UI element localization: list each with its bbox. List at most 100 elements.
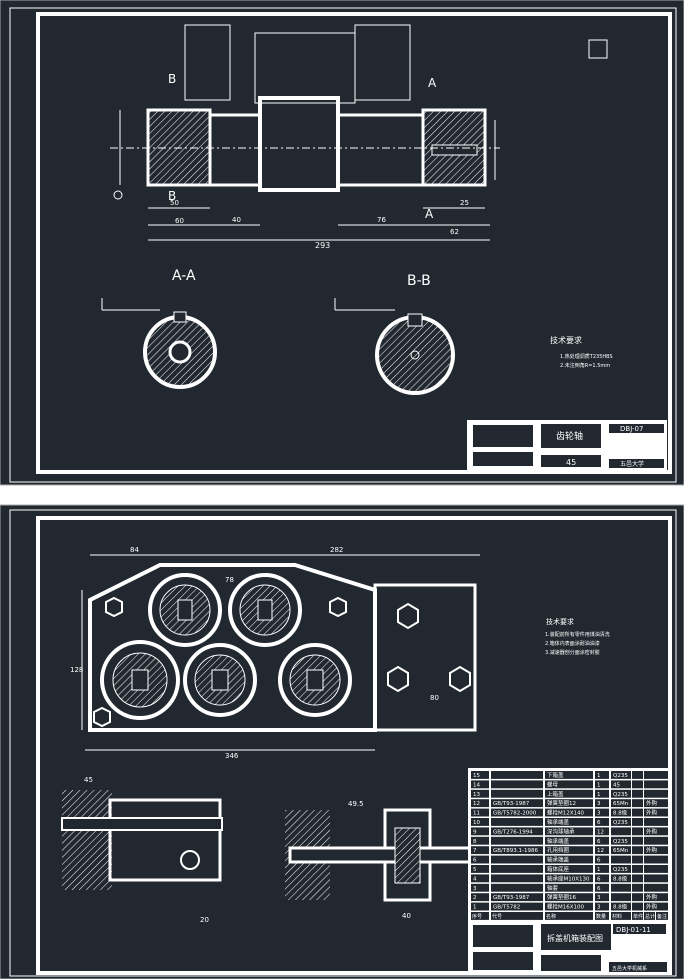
section-mark-a: A	[425, 207, 434, 221]
parts-cell: 弹簧垫圈16	[547, 893, 576, 901]
parts-cell: 8.8级	[613, 903, 628, 911]
assembly-name: 拆盖机箱装配图	[547, 933, 603, 943]
parts-cell: Q235	[613, 792, 628, 798]
parts-cell: 轴承端盖	[547, 837, 570, 845]
tech-requirement-line: 2.箱体内表面涂耐油油漆	[545, 640, 600, 647]
parts-list-row: 8 轴承端盖 6 Q235	[471, 836, 668, 845]
section-mark-a: A	[428, 76, 437, 90]
parts-cell: 轴承座M10X130	[547, 874, 590, 882]
parts-header-cell: 代号	[492, 913, 502, 920]
parts-cell: 6	[597, 886, 601, 892]
sheet-shaft-drawing: 293 60 50 40 76 62 25 B B A A A-A B-B 技术…	[0, 0, 684, 486]
parts-cell: 螺母	[547, 780, 559, 788]
parts-cell: 1	[597, 867, 601, 873]
parts-cell: 15	[473, 773, 480, 779]
school-name: 五邑大学机械系	[612, 965, 647, 972]
parts-cell: 3	[473, 886, 477, 892]
parts-cell: 外购	[646, 846, 658, 854]
parts-cell: 3	[597, 895, 601, 901]
parts-cell: 11	[473, 811, 480, 817]
parts-cell: 2	[473, 895, 477, 901]
parts-header-cell: 序号	[472, 913, 482, 920]
parts-cell: 8	[473, 839, 477, 845]
parts-cell: 1	[597, 792, 601, 798]
parts-cell: 6	[473, 858, 477, 864]
parts-cell: 轴承端盖	[547, 818, 570, 826]
parts-cell: 14	[473, 782, 480, 788]
dim: 80	[430, 694, 439, 702]
parts-cell: 6	[597, 839, 601, 845]
dim: 25	[460, 199, 469, 207]
parts-cell: 孔用挡圈	[547, 846, 570, 854]
section-mark-b: B	[168, 72, 176, 86]
dim: 346	[225, 752, 239, 760]
dim: 40	[232, 216, 241, 224]
parts-cell: 6	[597, 858, 601, 864]
parts-cell: GB/T5782-2000	[493, 811, 537, 817]
tech-requirements-title: 技术要求	[546, 617, 574, 626]
section-mark-b: B	[168, 189, 176, 203]
parts-cell: 13	[473, 792, 480, 798]
parts-cell: 6	[597, 876, 601, 882]
drawing-number: DBJ-01-11	[616, 926, 651, 934]
title-block: 拆盖机箱装配图 DBJ-01-11 五邑大学机械系	[473, 924, 667, 972]
parts-header-cell: 材料	[612, 913, 622, 920]
tech-requirement-line: 3.减速器剖分面涂密封胶	[545, 649, 600, 656]
parts-cell: 螺栓M16X100	[547, 903, 585, 911]
dim: 50	[170, 199, 179, 207]
part-name: 齿轮轴	[556, 430, 583, 442]
section-a-view	[101, 298, 217, 389]
parts-header-cell: 名称	[546, 913, 556, 920]
parts-cell: 1	[597, 773, 601, 779]
parts-cell: Q235	[613, 773, 628, 779]
parts-cell: 上箱盖	[547, 790, 564, 798]
tech-requirement-line: 1.装配前所有零件用煤油清洗	[545, 631, 610, 638]
parts-cell: 箱体底座	[547, 865, 570, 873]
drawing-number: DBJ-07	[620, 425, 643, 433]
parts-cell: 下箱盖	[547, 771, 564, 779]
parts-cell: 65Mn	[613, 848, 629, 854]
parts-cell: Q235	[613, 839, 628, 845]
dim-overall-length: 293	[315, 241, 330, 250]
parts-header-cell: 单件	[633, 913, 643, 920]
parts-cell: GB/T93-1987	[493, 801, 530, 807]
parts-cell: 1	[473, 905, 477, 911]
section-title-b: B-B	[407, 273, 431, 289]
parts-list-row: 2 GB/T93-1987 弹簧垫圈16 3 外购	[471, 893, 668, 901]
dim: 78	[225, 576, 234, 584]
parts-cell: GB/T93-1987	[493, 895, 530, 901]
dim: 40	[402, 912, 411, 920]
sheet-assembly-drawing: 84 282 78 128 346 80 45 49.5 40 20 技术要求 …	[0, 504, 684, 979]
school-name: 五邑大学	[620, 460, 644, 468]
parts-cell: Q235	[613, 820, 628, 826]
parts-cell: 45	[613, 782, 620, 788]
gearbox-front-view	[81, 554, 480, 751]
tech-requirements-title: 技术要求	[550, 335, 582, 345]
parts-cell: 12	[597, 848, 604, 854]
parts-cell: 深沟球轴承	[547, 827, 575, 835]
parts-cell: 外购	[646, 809, 658, 817]
parts-cell: 65Mn	[613, 801, 629, 807]
parts-cell: GB/T276-1994	[493, 829, 533, 835]
part-material: 45	[566, 458, 576, 467]
parts-cell: GB/T5782	[493, 905, 520, 911]
title-block: 齿轮轴 45 DBJ-07 五邑大学	[467, 420, 667, 470]
parts-cell: 10	[473, 820, 480, 826]
parts-header-cell: 总计	[645, 913, 655, 920]
parts-cell: 8.8级	[613, 809, 628, 817]
section-b-view	[334, 298, 455, 395]
parts-cell: 4	[473, 876, 477, 882]
parts-cell: 外购	[646, 893, 658, 901]
parts-cell: 6	[597, 820, 601, 826]
section-title-a: A-A	[172, 268, 196, 284]
